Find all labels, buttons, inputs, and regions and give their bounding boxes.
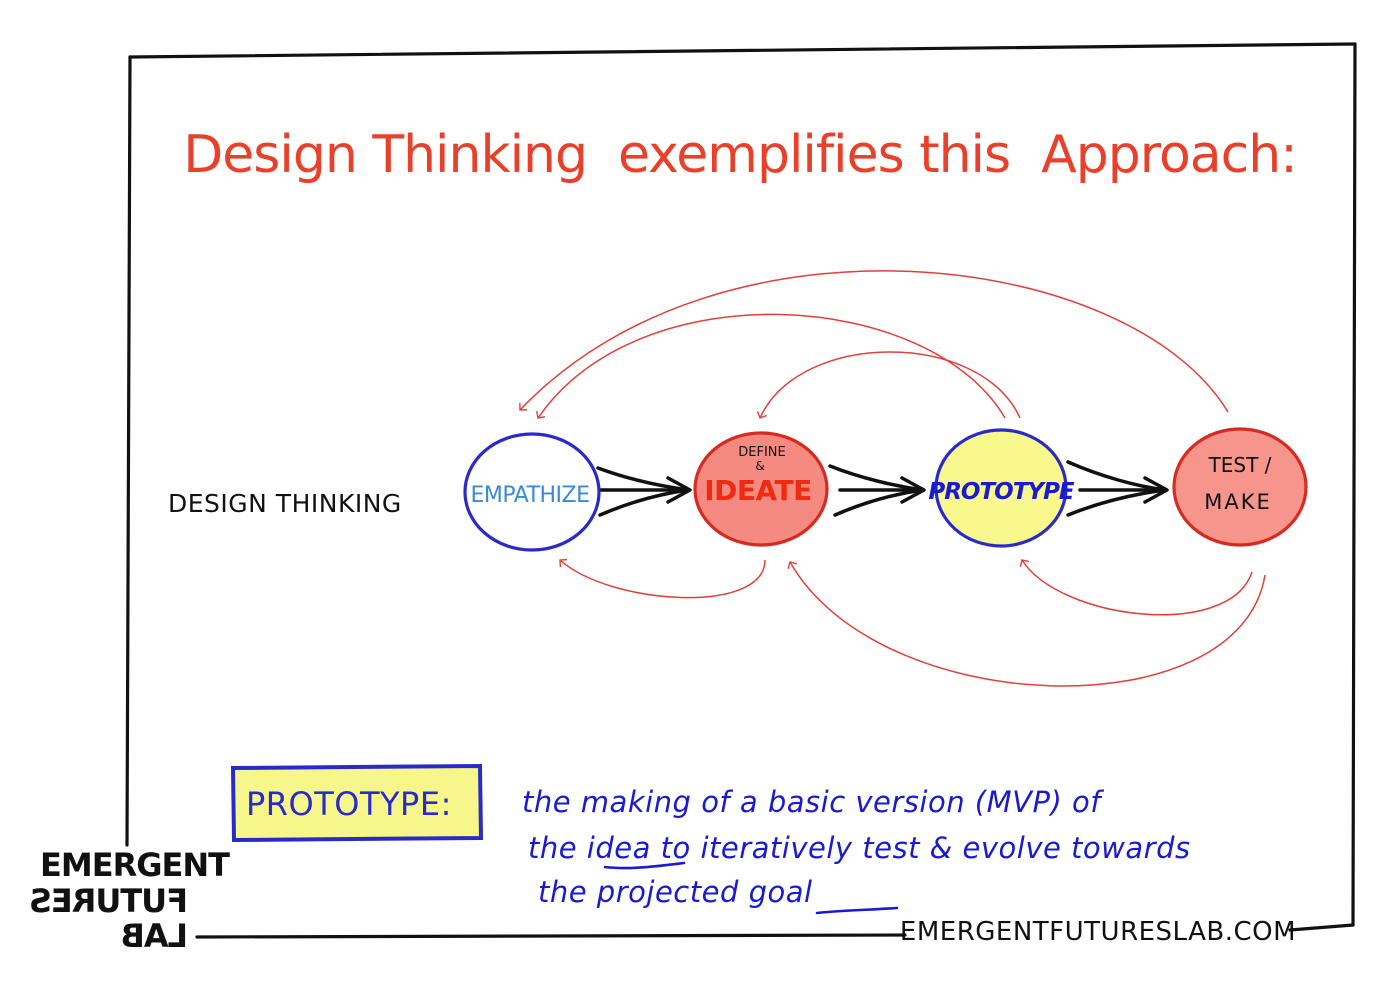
node-ideate-small-mid: &	[755, 459, 764, 473]
definition-term-box: PROTOTYPE:	[230, 763, 484, 843]
logo-line-2: FUTURES	[30, 882, 188, 920]
node-ideate-label: IDEATE	[704, 474, 812, 507]
node-test-make: TEST / MAKE	[1172, 427, 1308, 547]
logo-line-3: LAB	[121, 917, 188, 955]
arrow-prototype-to-ideate	[756, 351, 1021, 419]
definition-text: the making of a basic version (MVP) of t…	[522, 785, 1191, 909]
arrow-ideate-to-empathize	[559, 558, 766, 599]
arrow-test-to-ideate	[787, 561, 1266, 687]
node-empathize: EMPATHIZE	[463, 432, 601, 552]
arrow-empathize-to-ideate	[596, 466, 692, 517]
page-title: Design Thinking exemplifies this Approac…	[183, 125, 1296, 185]
arrow-test-to-prototype	[1019, 559, 1253, 616]
node-empathize-label: EMPATHIZE	[470, 483, 589, 508]
node-ideate-small-top: DEFINE	[738, 445, 785, 460]
underline-goal	[815, 906, 899, 915]
definition-term: PROTOTYPE:	[246, 785, 452, 823]
node-ideate: DEFINE & IDEATE	[693, 431, 829, 547]
arrow-ideate-to-prototype	[828, 464, 926, 517]
feedback-arrows	[519, 270, 1266, 687]
node-prototype: PROTOTYPE	[928, 428, 1076, 548]
footer-url[interactable]: EMERGENTFUTURESLAB.COM	[900, 917, 1296, 947]
forward-arrows	[596, 460, 1169, 517]
frame-border	[125, 42, 1357, 939]
arrow-prototype-to-test	[1066, 460, 1169, 517]
arrow-test-to-empathize	[519, 270, 1229, 413]
node-test-label-line1: TEST /	[1208, 453, 1272, 477]
definition-line-3: the projected goal	[538, 875, 813, 909]
brand-logo: EMERGENT FUTURES LAB	[30, 846, 231, 955]
definition-underlines	[603, 861, 899, 915]
definition-line-1: the making of a basic version (MVP) of	[522, 785, 1104, 819]
definition-line-2: the idea to iteratively test & evolve to…	[528, 831, 1191, 865]
underline-idea	[603, 861, 686, 870]
logo-line-1: EMERGENT	[40, 846, 230, 884]
node-prototype-label: PROTOTYPE	[928, 479, 1075, 505]
arrow-prototype-to-empathize	[536, 313, 1006, 419]
node-test-label-line2: MAKE	[1204, 490, 1272, 514]
row-label: DESIGN THINKING	[168, 489, 402, 518]
